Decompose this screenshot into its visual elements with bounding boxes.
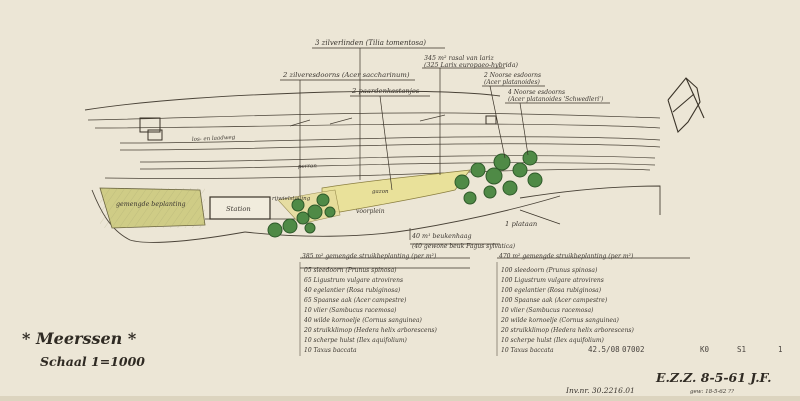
label-tilia: 3 zilverlinden (Tilia tomentosa) — [315, 39, 426, 47]
label-larix-latin: (325 Larix europaeo-hybrida) — [424, 62, 518, 69]
building-block — [139, 115, 497, 141]
archive-stamp: 42.5/08 07002 K0 S1 1 — [588, 345, 783, 354]
label-mixed-planting: gemengde beplanting — [116, 201, 186, 208]
legend-left-row-7: 20 struikklimop (Hedera helix arborescen… — [303, 327, 438, 334]
label-lawn: gazon — [372, 189, 389, 195]
legend-right-row-7: 20 struikklimop (Hedera helix arborescen… — [500, 327, 635, 334]
legend-left-row-3: 40 egelantier (Rosa rubiginosa) — [303, 287, 401, 294]
legend-rules — [299, 262, 498, 356]
stamp-number: 07002 — [622, 345, 645, 354]
planting-legend-left: 385 m² gemengde struikbeplanting (per m²… — [302, 253, 438, 354]
stamp-s: S1 — [737, 345, 746, 354]
legend-right-row-0: 470 m² gemengde struikbeplanting (per m²… — [498, 253, 634, 260]
planting-legend-right: 470 m² gemengde struikbeplanting (per m²… — [498, 253, 635, 354]
signature-sub: gew: 18-5-62 ?? — [690, 389, 734, 395]
legend-right-row-1: 100 sleedoorn (Prunus spinosa) — [501, 267, 598, 274]
legend-right-row-4: 100 Spaanse aak (Acer campestre) — [501, 297, 608, 304]
legend-right-row-5: 10 vlier (Sambucus racemosa) — [501, 307, 594, 314]
label-paardenkastanje: 2 paardenkastanjes — [351, 87, 420, 95]
label-beech-hedge: 40 m¹ beukenhaag — [411, 233, 472, 240]
legend-right-row-8: 10 scherpe hulst (Ilex aquifolium) — [501, 337, 605, 344]
drawing-title: * Meerssen * — [22, 329, 137, 348]
label-forecourt: voorplein — [356, 208, 385, 215]
legend-left-row-5: 10 vlier (Sambucus racemosa) — [304, 307, 397, 314]
planting-hatch — [100, 188, 205, 228]
legend-left-row-8: 10 scherpe hulst (Ilex aquifolium) — [304, 337, 408, 344]
label-acer-plat-2-latin: (Acer platanoides) — [484, 79, 541, 86]
label-larix: 345 m² rasal van lariz — [424, 55, 494, 62]
legend-left-row-2: 65 Ligustrum vulgare atrovirens — [304, 277, 403, 284]
label-acer-plat-4: 4 Noorse esdoorns — [507, 89, 565, 96]
legend-left-row-6: 40 wilde kornoelje (Cornus sanguinea) — [303, 317, 422, 324]
north-arrow-icon — [667, 77, 705, 134]
label-los-laadweg: los- en laadweg — [192, 135, 236, 143]
inventory-number: Inv.nr. 30.2216.01 — [565, 386, 635, 395]
stamp-page: 1 — [778, 345, 783, 354]
label-acer-plat-2: 2 Noorse esdoorns — [483, 72, 541, 79]
label-bike-shed: rijwielstalling — [272, 196, 311, 202]
legend-left-row-9: 10 Taxus baccata — [304, 347, 357, 354]
stamp-k: K0 — [700, 345, 710, 354]
signature: E.Z.Z. 8-5-61 J.F. — [655, 370, 772, 385]
legend-right-row-6: 20 wilde kornoelje (Cornus sanguinea) — [500, 317, 619, 324]
legend-left-row-0: 385 m² gemengde struikbeplanting (per m²… — [302, 253, 437, 260]
label-acer-plat-4-latin: (Acer platanoides 'Schwedleri') — [508, 96, 604, 103]
legend-right-row-3: 100 egelantier (Rosa rubiginosa) — [501, 287, 602, 294]
label-station: Station — [226, 205, 251, 213]
paper-edge — [0, 396, 800, 401]
label-perron: perron — [298, 163, 318, 170]
label-plane-tree: 1 plataan — [505, 220, 537, 228]
stamp-code: 42.5/08 — [588, 345, 620, 354]
legend-left-row-4: 65 Spaanse aak (Acer campestre) — [304, 297, 407, 304]
label-beech-hedge-sub: (40 gewone beuk Fagus sylvatica) — [412, 243, 516, 250]
legend-right-row-9: 10 Taxus baccata — [501, 347, 554, 354]
tree-group — [267, 150, 543, 238]
label-acer-saccharinum: 2 zilveresdoorns (Acer saccharinum) — [282, 71, 410, 79]
legend-right-row-2: 100 Ligustrum vulgare atrovirens — [501, 277, 604, 284]
leader-lines — [280, 47, 690, 269]
legend-left-row-1: 05 sleedoorn (Prunus spinosa) — [304, 267, 397, 274]
drawing-scale: Schaal 1=1000 — [40, 354, 145, 369]
